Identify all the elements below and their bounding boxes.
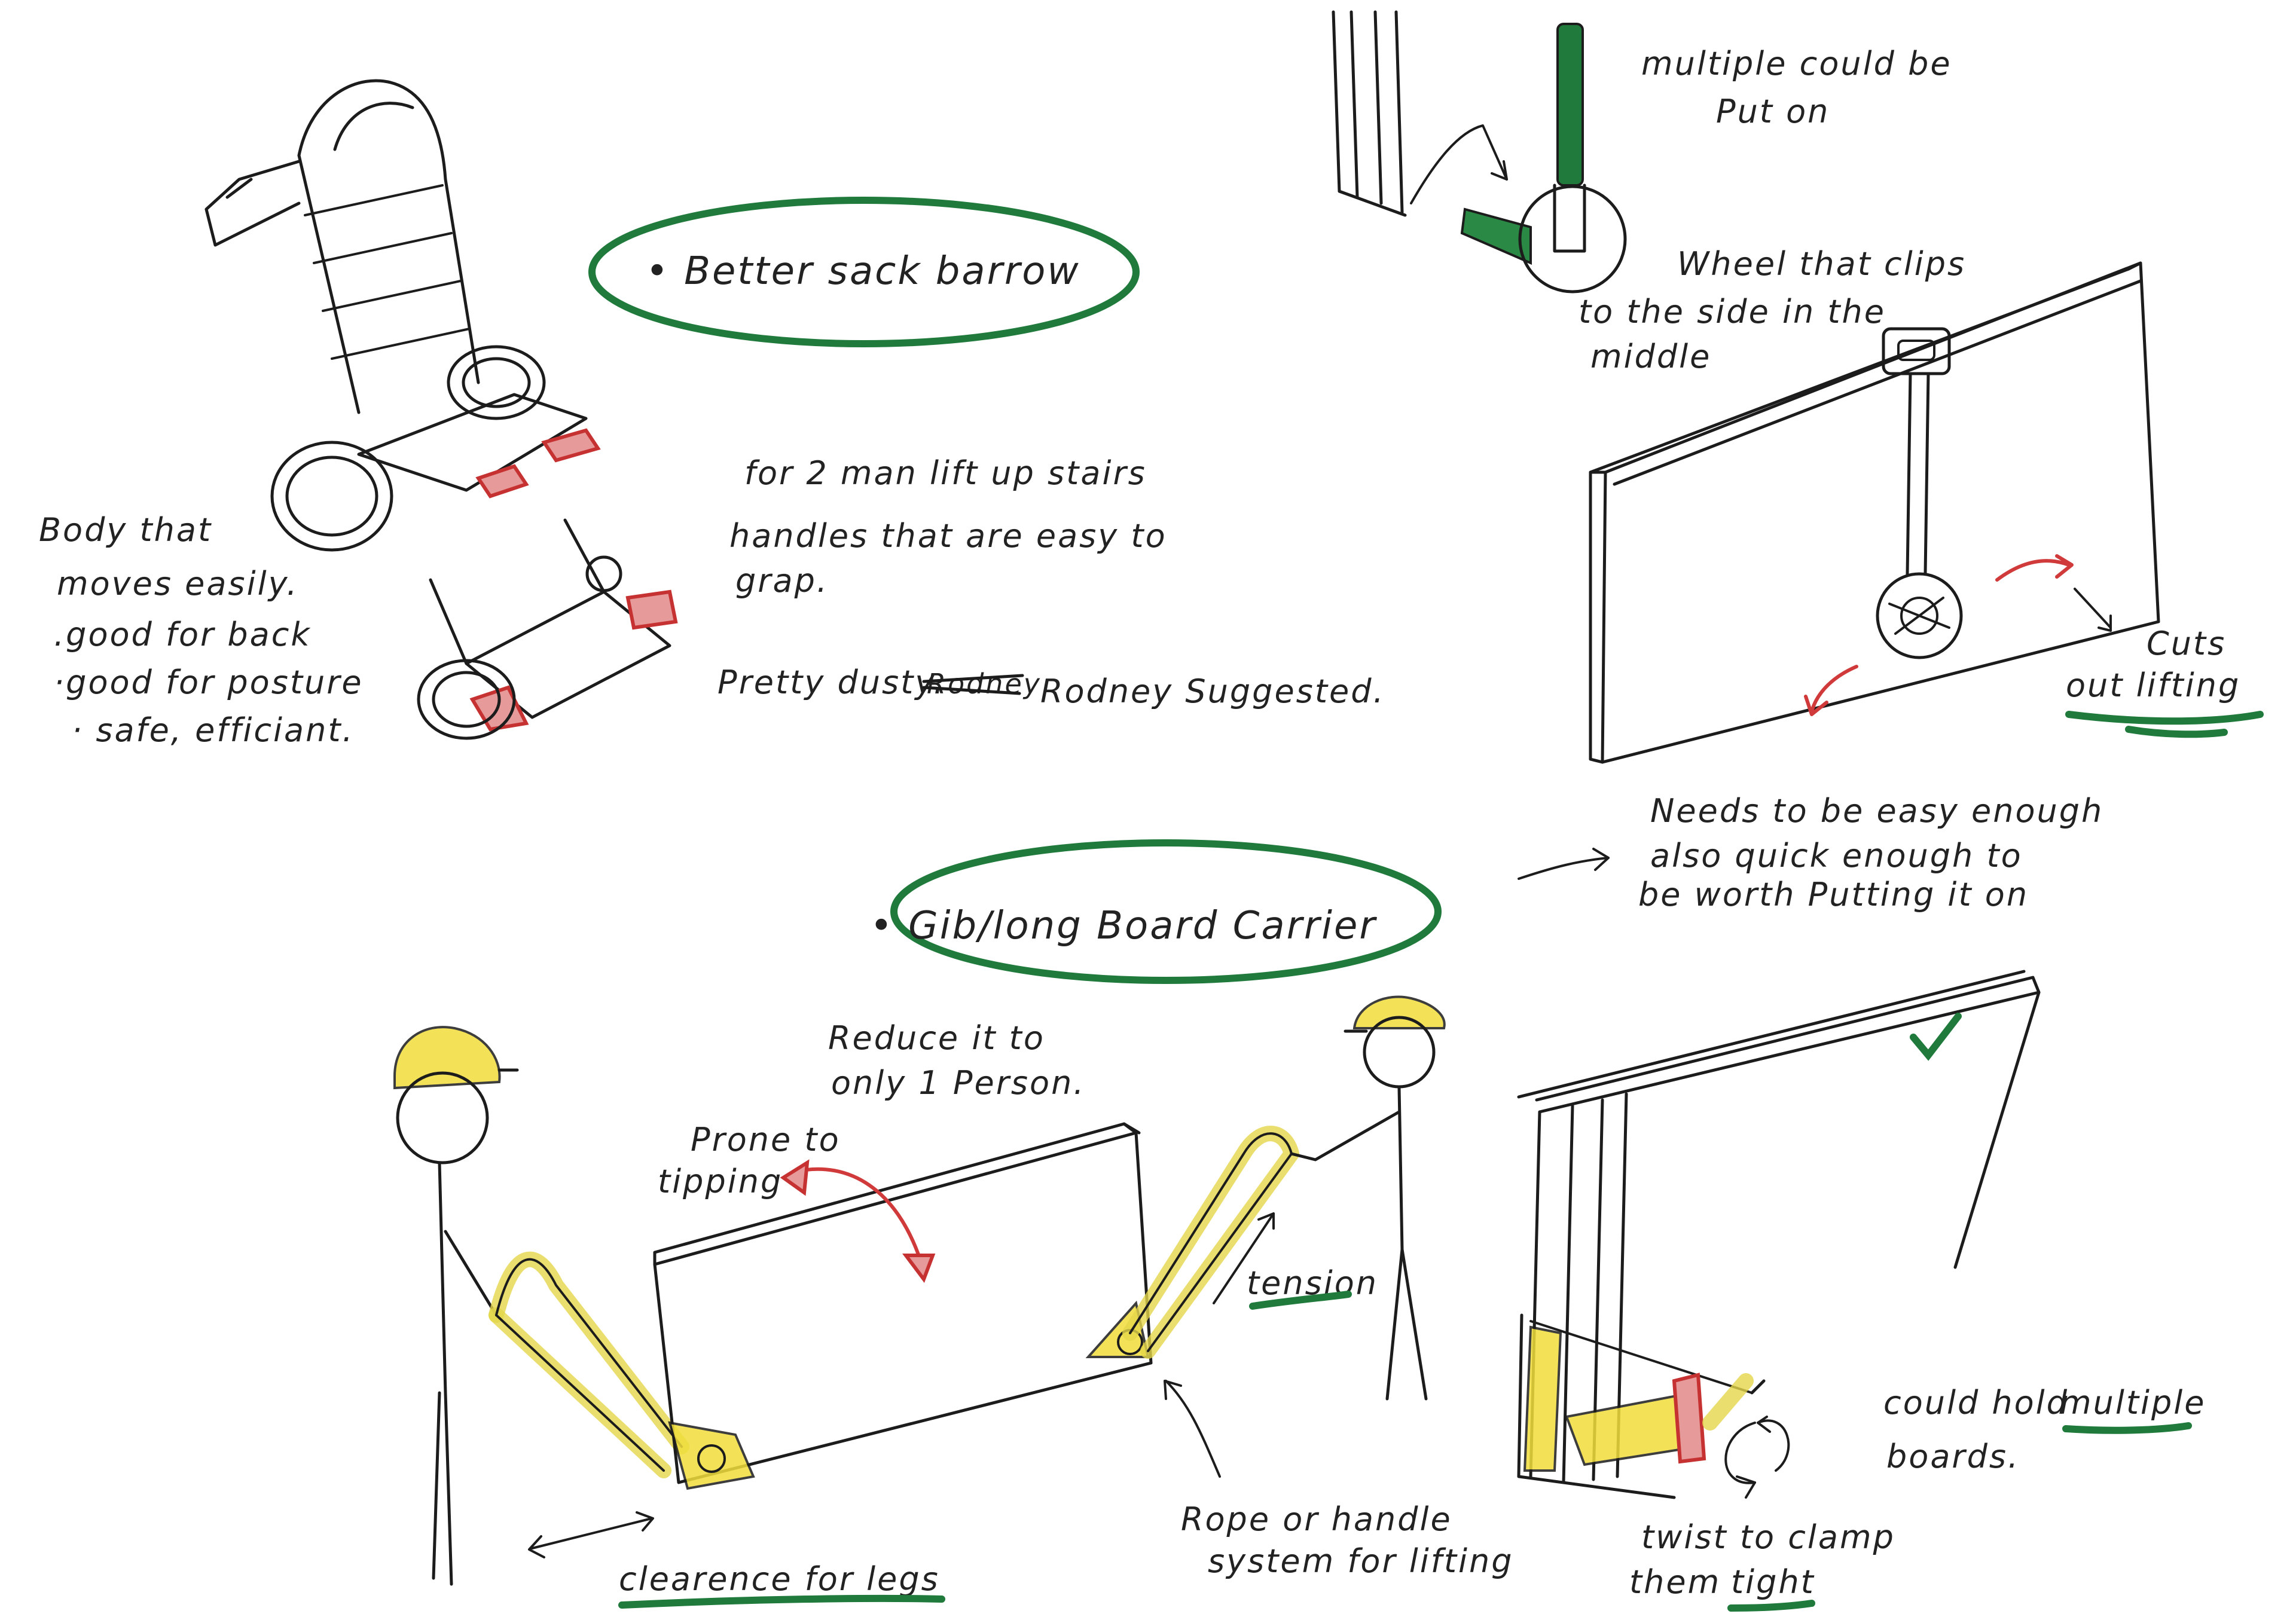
reduce-note-2: only 1 Person. (831, 1064, 1085, 1102)
rope-note-2: system for lifting (1208, 1542, 1514, 1580)
multiple-note-1: multiple could be (1641, 45, 1952, 82)
twist-note: twist to clamp them tight (1629, 1518, 1895, 1612)
worker-left (393, 1026, 519, 1586)
note-body-that: Body that (39, 511, 212, 549)
could-hold-note: could hold (1883, 1384, 2069, 1422)
clearance-note: clearence for legs (528, 1511, 945, 1609)
hard-hat-right (1352, 995, 1446, 1029)
reduce-note-1: Reduce it to (828, 1019, 1045, 1057)
tipping-arrow (780, 1159, 936, 1283)
note-good-posture: ·good for posture (54, 664, 364, 701)
wheel-note-3: middle (1590, 338, 1711, 375)
multiple-note-2: Put on (1716, 93, 1830, 130)
lift-note-2: handles that are easy to (729, 517, 1167, 555)
strap-left (488, 1251, 689, 1478)
clip-wheel-detail (1460, 23, 1627, 294)
wheel-note-1: Wheel that clips (1677, 245, 1966, 283)
sack-barrow-sketch (204, 79, 601, 552)
sack-barrow-title-text: • Better sack barrow (646, 249, 1080, 294)
board-with-wheel-sketch (1589, 261, 2160, 764)
multiple-note: multiple (2060, 1384, 2206, 1422)
board-wheel-arrows (1804, 554, 2112, 716)
twist-note-2: them (1629, 1563, 1721, 1601)
sack-barrow-title: • Better sack barrow (588, 197, 1140, 347)
out-lifting-note: out lifting (2066, 667, 2240, 704)
tight-note: tight (1731, 1563, 1815, 1601)
lift-notes: for 2 man lift up stairs handles that ar… (718, 454, 1385, 710)
easy-note-2: also quick enough to (1650, 837, 2023, 875)
easy-note-3: be worth Putting it on (1638, 876, 2029, 913)
strike-scribble (922, 674, 1024, 695)
board-wheel (1876, 572, 1963, 659)
checkmark (1910, 1013, 1962, 1061)
hold-multiple-note: could hold multiple boards. (1883, 1384, 2206, 1475)
boards-note: boards. (1886, 1438, 2020, 1475)
wheel-note-2: to the side in the (1578, 293, 1886, 331)
head-left (396, 1071, 489, 1164)
easy-note-1: Needs to be easy enough (1650, 792, 2103, 830)
rope-note: Rope or handle system for lifting (1164, 1380, 1514, 1580)
lift-note-3: grap. (735, 562, 829, 600)
pretty-dusty-note: Pretty dusty. (718, 664, 945, 701)
clearance-note-text: clearence for legs (619, 1560, 940, 1598)
cuts-note: Cuts (2147, 625, 2226, 662)
hard-hat-left (393, 1026, 501, 1090)
prone-note-2: tipping (658, 1163, 783, 1200)
rodney-suggested-note: Rodney Suggested. (1040, 673, 1385, 710)
struck-word: Rodney (927, 668, 1042, 700)
clamp-stack-sketch (1517, 970, 2041, 1499)
clip-wheel (1518, 185, 1627, 294)
lift-note-1: for 2 man lift up stairs (744, 454, 1147, 492)
prone-note-1: Prone to (691, 1121, 841, 1159)
board-carrier-title: • Gib/long Board Carrier (870, 839, 1442, 984)
cuts-lifting-note: Cuts out lifting (2065, 625, 2264, 738)
green-clip-plate (1460, 207, 1532, 265)
board-clip-handle (1882, 327, 1951, 375)
easy-enough-notes: Needs to be easy enough also quick enoug… (1518, 792, 2103, 913)
twist-arrow (1724, 1416, 1790, 1499)
prone-note: Prone to tipping (658, 1121, 841, 1200)
green-clip-bar (1556, 23, 1584, 187)
tension-note: tension (1213, 1212, 1376, 1310)
strap-right (1122, 1126, 1299, 1359)
wheel-clip-notes: multiple could be Put on Wheel that clip… (1578, 45, 1966, 375)
note-safe-efficient: · safe, efficiant. (72, 711, 355, 749)
sack-barrow-small-sketch (417, 518, 678, 740)
twist-note-1: twist to clamp (1641, 1518, 1895, 1556)
note-good-back: .good for back (54, 616, 312, 653)
wall-corner-sketch (1332, 10, 1508, 217)
note-moves-easily: moves easily. (57, 565, 299, 603)
sack-barrow-notes: Body that moves easily. .good for back ·… (39, 511, 364, 749)
board-carrier-title-text: • Gib/long Board Carrier (870, 904, 1377, 948)
reduce-note: Reduce it to only 1 Person. (828, 1019, 1085, 1102)
rope-note-1: Rope or handle (1181, 1500, 1452, 1538)
worker-right (1290, 995, 1446, 1401)
